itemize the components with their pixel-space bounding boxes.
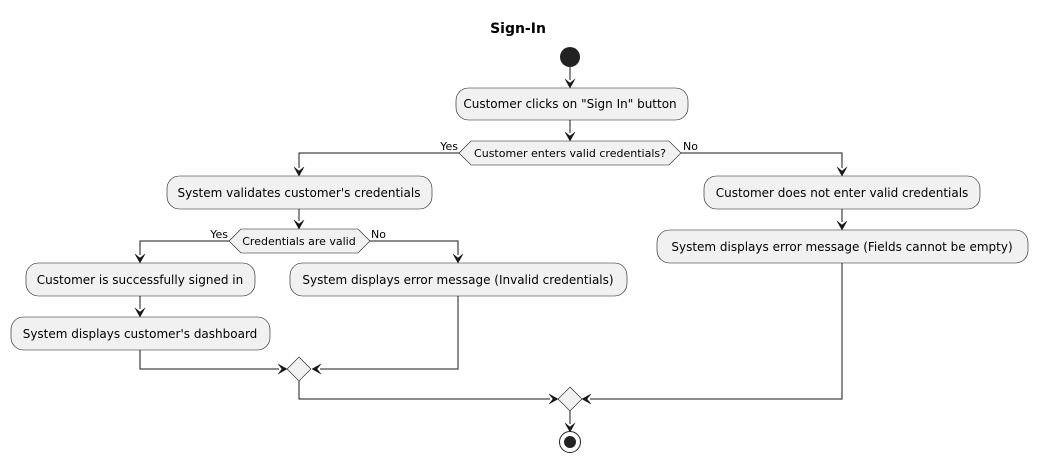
- edge-error-empty-to-outer-merge: [590, 263, 843, 400]
- arrowhead: [134, 253, 146, 264]
- edge-error-invalid-to-inner-merge: [320, 296, 459, 370]
- node-signed-in-label: Customer is successfully signed in: [37, 273, 243, 287]
- edge-inner-merge-to-outer-merge: [298, 381, 550, 400]
- branch-label-outer-no: No: [683, 140, 698, 153]
- arrowhead: [836, 220, 848, 231]
- arrowhead: [277, 363, 288, 375]
- arrowhead: [134, 307, 146, 318]
- edge-dashboard-to-inner-merge: [139, 350, 279, 370]
- end-node-inner: [564, 436, 576, 448]
- arrowhead: [564, 131, 576, 142]
- node-click-sign-in: [455, 87, 689, 121]
- merge-outer: [557, 386, 583, 412]
- arrowhead: [564, 78, 576, 89]
- arrowhead: [452, 253, 464, 264]
- arrowhead: [311, 363, 322, 375]
- edge-outer-yes: [298, 152, 459, 168]
- arrowhead: [564, 422, 576, 433]
- arrowhead: [581, 393, 592, 405]
- node-error-empty-label: System displays error message (Fields ca…: [671, 240, 1012, 254]
- start-node: [560, 47, 580, 67]
- node-dashboard-label: System displays customer's dashboard: [23, 327, 258, 341]
- decision-valid-credentials-label: Customer enters valid credentials?: [474, 147, 666, 160]
- edge-outer-no: [681, 152, 843, 168]
- node-validate-credentials-label: System validates customer's credentials: [178, 186, 421, 200]
- diagram-title: Sign-In: [490, 21, 546, 37]
- branch-label-inner-no: No: [371, 228, 386, 241]
- arrowhead: [293, 166, 305, 177]
- branch-label-inner-yes: Yes: [209, 228, 228, 241]
- arrowhead: [836, 166, 848, 177]
- merge-inner: [286, 356, 312, 382]
- branch-label-outer-yes: Yes: [439, 140, 458, 153]
- node-error-invalid-label: System displays error message (Invalid c…: [302, 273, 613, 287]
- edge-inner-no: [370, 240, 459, 255]
- end-node: [559, 431, 581, 453]
- edge-inner-yes: [139, 240, 229, 255]
- node-click-sign-in-label: Customer clicks on "Sign In" button: [463, 97, 676, 111]
- node-not-valid-label: Customer does not enter valid credential…: [716, 186, 969, 200]
- arrowhead: [548, 393, 559, 405]
- decision-credentials-valid-label: Credentials are valid: [242, 235, 355, 248]
- arrowhead: [293, 219, 305, 230]
